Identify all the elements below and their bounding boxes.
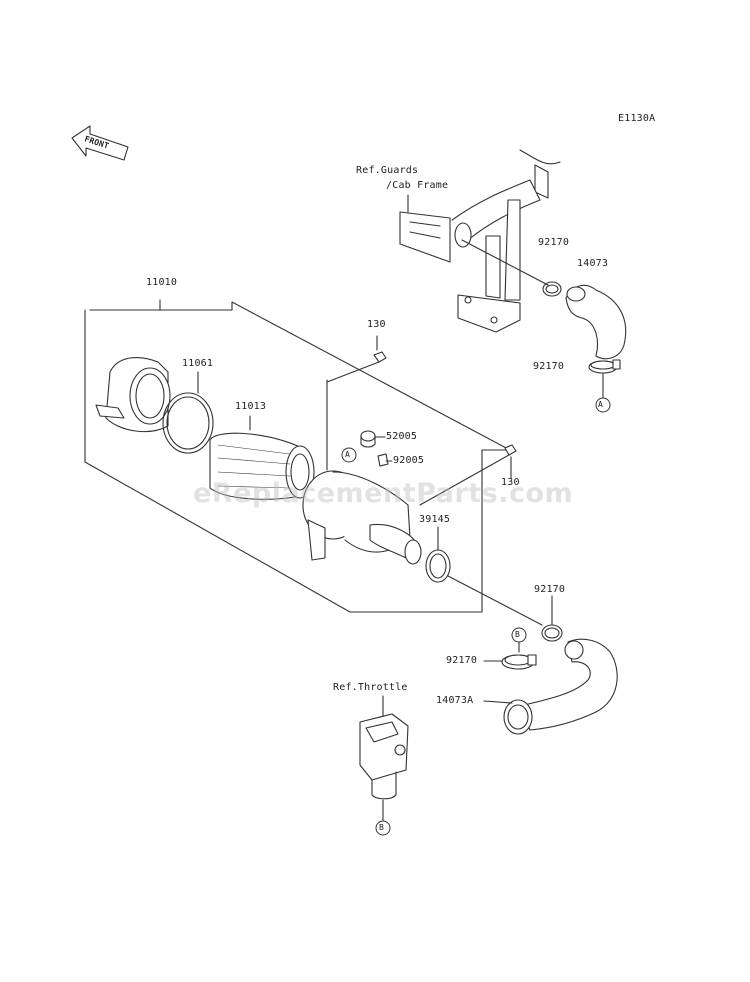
marker-a-mid-label: A [345,450,351,459]
seal-39145-icon [425,549,451,583]
part-label-52005: 52005 [386,431,418,442]
part-label-92170-c: 92170 [534,584,566,595]
filter-element-11013-icon [209,432,315,500]
cab-frame-icon [399,149,561,333]
air-cleaner-housing-icon [302,379,422,565]
marker-b-bottom [375,820,391,836]
diagram-code: E1130A [618,113,656,124]
clamp-92170-c-icon [541,624,563,642]
marker-b-mid [511,627,527,643]
ref-throttle-label: Ref.Throttle [333,682,408,693]
marker-a-top-label: A [598,400,604,409]
ref-cab-frame-label: /Cab Frame [386,180,449,191]
marker-a-mid [341,447,357,463]
marker-a-top [595,397,611,413]
bolt-130-top-icon [373,351,387,363]
cap-52005-icon [360,430,376,448]
part-label-92170-a: 92170 [538,237,570,248]
part-label-11061: 11061 [182,358,214,369]
hose-14073a-icon [503,638,618,735]
ref-guards-label: Ref.Guards [356,165,419,176]
seal-ring-11061-icon [162,392,214,454]
hose-14073-icon [565,284,627,360]
part-label-14073a: 14073A [436,695,474,706]
part-label-39145: 39145 [419,514,451,525]
bolt-130-right-icon [504,444,517,456]
front-arrow-icon [71,125,129,161]
throttle-body-icon [359,713,409,800]
part-label-11013: 11013 [235,401,267,412]
part-label-130-top: 130 [367,319,386,330]
clip-92005-icon [377,453,389,467]
part-label-92170-d: 92170 [446,655,478,666]
marker-b-bottom-label: B [379,823,385,832]
watermark: eReplacementParts.com [193,478,574,509]
part-label-92005: 92005 [393,455,425,466]
clamp-92170-d-icon [501,654,537,670]
part-label-92170-b: 92170 [533,361,565,372]
part-label-14073: 14073 [577,258,609,269]
air-cleaner-cover-icon [95,357,171,433]
part-label-11010: 11010 [146,277,178,288]
marker-b-mid-label: B [515,630,521,639]
clamp-92170-b-icon [588,359,621,374]
part-label-130-right: 130 [501,477,520,488]
clamp-92170-a-icon [542,281,562,297]
